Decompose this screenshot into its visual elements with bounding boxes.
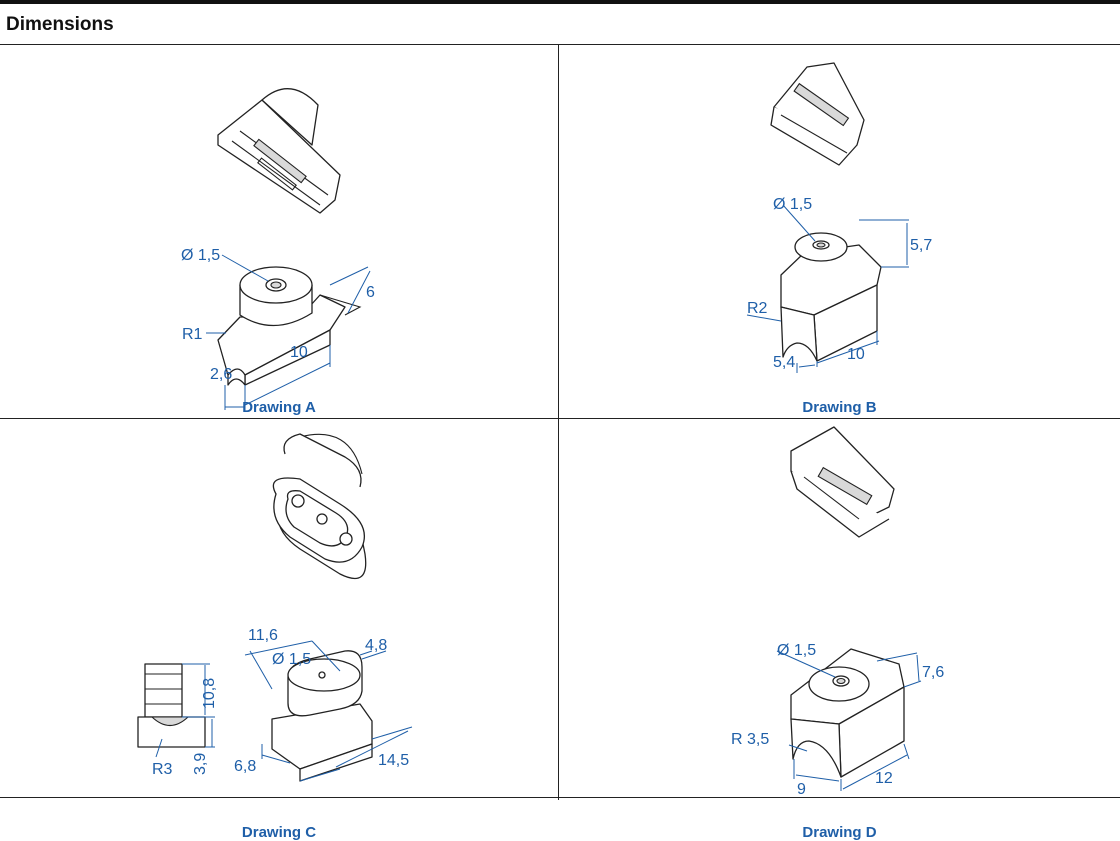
drawing-a-dim-diameter: Ø 1,5 — [181, 247, 220, 264]
drawing-b-figure: Ø 1,5 5,7 R2 10 5,4 — [746, 62, 932, 373]
drawing-a-dim-height: 6 — [366, 284, 375, 301]
section-title: Dimensions — [6, 14, 114, 35]
drawing-c-dim-length-base: 14,5 — [378, 752, 409, 769]
drawing-c-dim-height: 10,8 — [201, 678, 218, 709]
drawing-c-dim-width-base: 6,8 — [234, 758, 256, 775]
drawing-a-main-view — [217, 266, 362, 386]
drawing-a-dim-width: 2,6 — [210, 366, 232, 383]
grid-divider-horizontal — [0, 418, 1120, 419]
drawing-d-dim-width: 9 — [797, 781, 806, 797]
drawing-b-dim-radius: R2 — [747, 300, 768, 317]
drawing-d-figure: Ø 1,5 7,6 R 3,5 9 12 — [731, 426, 944, 797]
drawing-c-side-view — [137, 663, 206, 748]
drawing-d-caption: Drawing D — [802, 824, 877, 841]
drawing-c-caption: Drawing C — [241, 824, 317, 841]
drawing-c-dim-base-height: 3,9 — [192, 753, 209, 775]
drawing-a-dim-length: 10 — [290, 344, 308, 361]
grid-divider-bottom — [0, 797, 1120, 798]
drawing-c-cell: 11,6 Ø 1,5 4,8 10,8 R3 3,9 6,8 14,5 Draw… — [0, 419, 558, 841]
drawings-grid: Ø 1,5 6 R1 10 2,6 Drawing A — [0, 45, 1120, 841]
drawing-c-dimension-lines — [155, 640, 413, 782]
drawing-a-iso-view — [217, 87, 341, 214]
drawing-a-dim-radius: R1 — [182, 326, 203, 343]
drawing-b-cell: Ø 1,5 5,7 R2 10 5,4 Drawing B — [559, 45, 1120, 418]
drawing-d-main-view — [790, 648, 905, 778]
drawing-a-cell: Ø 1,5 6 R1 10 2,6 Drawing A — [0, 45, 558, 418]
drawing-c-figure: 11,6 Ø 1,5 4,8 10,8 R3 3,9 6,8 14,5 — [137, 433, 413, 782]
drawing-d-dim-height: 7,6 — [922, 664, 944, 681]
drawing-a-figure: Ø 1,5 6 R1 10 2,6 — [181, 87, 375, 410]
top-rule — [0, 0, 1120, 4]
drawing-b-dim-width: 5,4 — [773, 354, 795, 371]
drawing-d-dimension-lines — [776, 650, 922, 791]
drawing-c-main-view — [271, 650, 373, 782]
drawing-c-iso-view — [272, 433, 367, 580]
drawing-d-dim-diameter: Ø 1,5 — [777, 642, 816, 659]
drawing-a-dimension-lines — [206, 254, 371, 410]
drawing-c-dim-length-top: 11,6 — [248, 627, 278, 644]
drawing-b-dimension-lines — [746, 204, 909, 373]
drawing-c-dim-width-top: 4,8 — [365, 637, 387, 654]
drawing-d-dim-length: 12 — [875, 770, 893, 787]
grid-divider-vertical — [558, 45, 559, 800]
drawing-b-dim-height: 5,7 — [910, 237, 932, 254]
drawing-c-dim-diameter: Ø 1,5 — [272, 651, 311, 668]
drawing-c-dim-radius: R3 — [152, 761, 173, 778]
drawing-b-iso-view — [770, 62, 865, 166]
drawing-b-dim-diameter: Ø 1,5 — [773, 196, 812, 213]
drawing-b-dim-length: 10 — [847, 346, 865, 363]
drawing-d-cell: Ø 1,5 7,6 R 3,5 9 12 Drawing D — [559, 419, 1120, 841]
drawing-a-caption: Drawing A — [242, 399, 316, 416]
drawing-b-main-view — [780, 232, 882, 362]
section-header: Dimensions — [0, 4, 1120, 45]
drawing-d-dim-radius: R 3,5 — [731, 731, 769, 748]
drawing-b-caption: Drawing B — [802, 399, 877, 416]
drawing-d-iso-view — [790, 426, 895, 538]
